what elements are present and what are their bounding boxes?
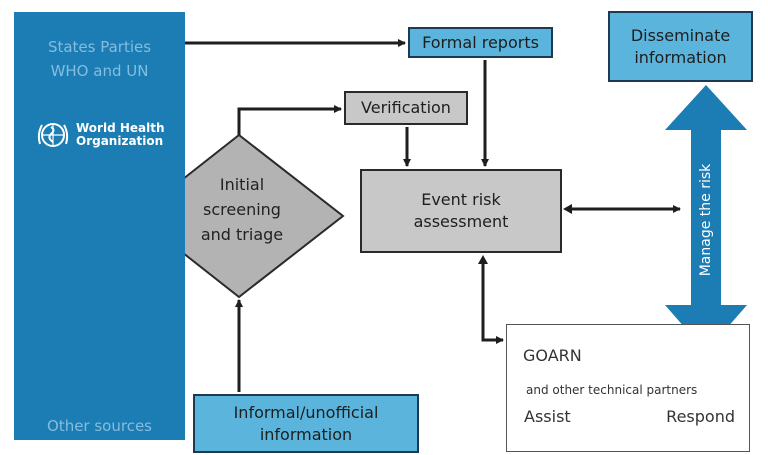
- goarn-box: GOARN and other technical partners Assis…: [506, 324, 750, 452]
- goarn-respond: Respond: [666, 407, 735, 426]
- screening-label: Initial screening and triage: [187, 172, 297, 247]
- arrowhead-event-left: [563, 204, 572, 214]
- formal-reports-box: Formal reports: [408, 27, 553, 58]
- who-logo: World Health Organization: [36, 120, 165, 150]
- screening-line2: screening: [203, 200, 281, 219]
- sidebar-line-states-parties: States Parties: [47, 38, 152, 56]
- arrow-event-to-goarn: [481, 262, 504, 344]
- event-risk-line1: Event risk: [421, 190, 501, 209]
- goarn-title: GOARN: [523, 346, 582, 365]
- formal-reports-label: Formal reports: [422, 32, 539, 52]
- informal-line2: information: [259, 424, 353, 444]
- informal-line1: Informal/unofficial: [233, 402, 379, 422]
- sidebar-line-who-un: WHO and UN: [50, 62, 149, 80]
- disseminate-box: Disseminate information: [608, 11, 753, 82]
- who-logo-line1: World Health: [76, 121, 165, 135]
- manage-risk-text: Manage the risk: [698, 163, 714, 277]
- goarn-partners: and other technical partners: [526, 383, 698, 397]
- verification-label: Verification: [361, 98, 451, 117]
- disseminate-line1: Disseminate: [630, 25, 731, 45]
- event-risk-line2: assessment: [413, 212, 509, 231]
- who-logo-text: World Health Organization: [76, 122, 165, 148]
- sidebar-other-sources: Other sources: [47, 417, 152, 435]
- disseminate-line2: information: [634, 47, 727, 67]
- event-risk-box: Event risk assessment: [360, 169, 562, 253]
- informal-info-box: Informal/unofficial information: [193, 394, 419, 453]
- screening-line1: Initial: [219, 175, 265, 194]
- arrowhead-event-up: [478, 255, 488, 264]
- goarn-assist: Assist: [524, 407, 571, 426]
- screening-line3: and triage: [200, 225, 284, 244]
- arrow-screening-to-verification: [237, 105, 342, 135]
- who-logo-line2: Organization: [76, 134, 164, 148]
- who-emblem-icon: [37, 123, 69, 147]
- verification-box: Verification: [344, 91, 468, 125]
- manage-risk-arrow: [665, 85, 747, 352]
- sources-sidebar: States Parties WHO and UN World Health O…: [14, 12, 185, 440]
